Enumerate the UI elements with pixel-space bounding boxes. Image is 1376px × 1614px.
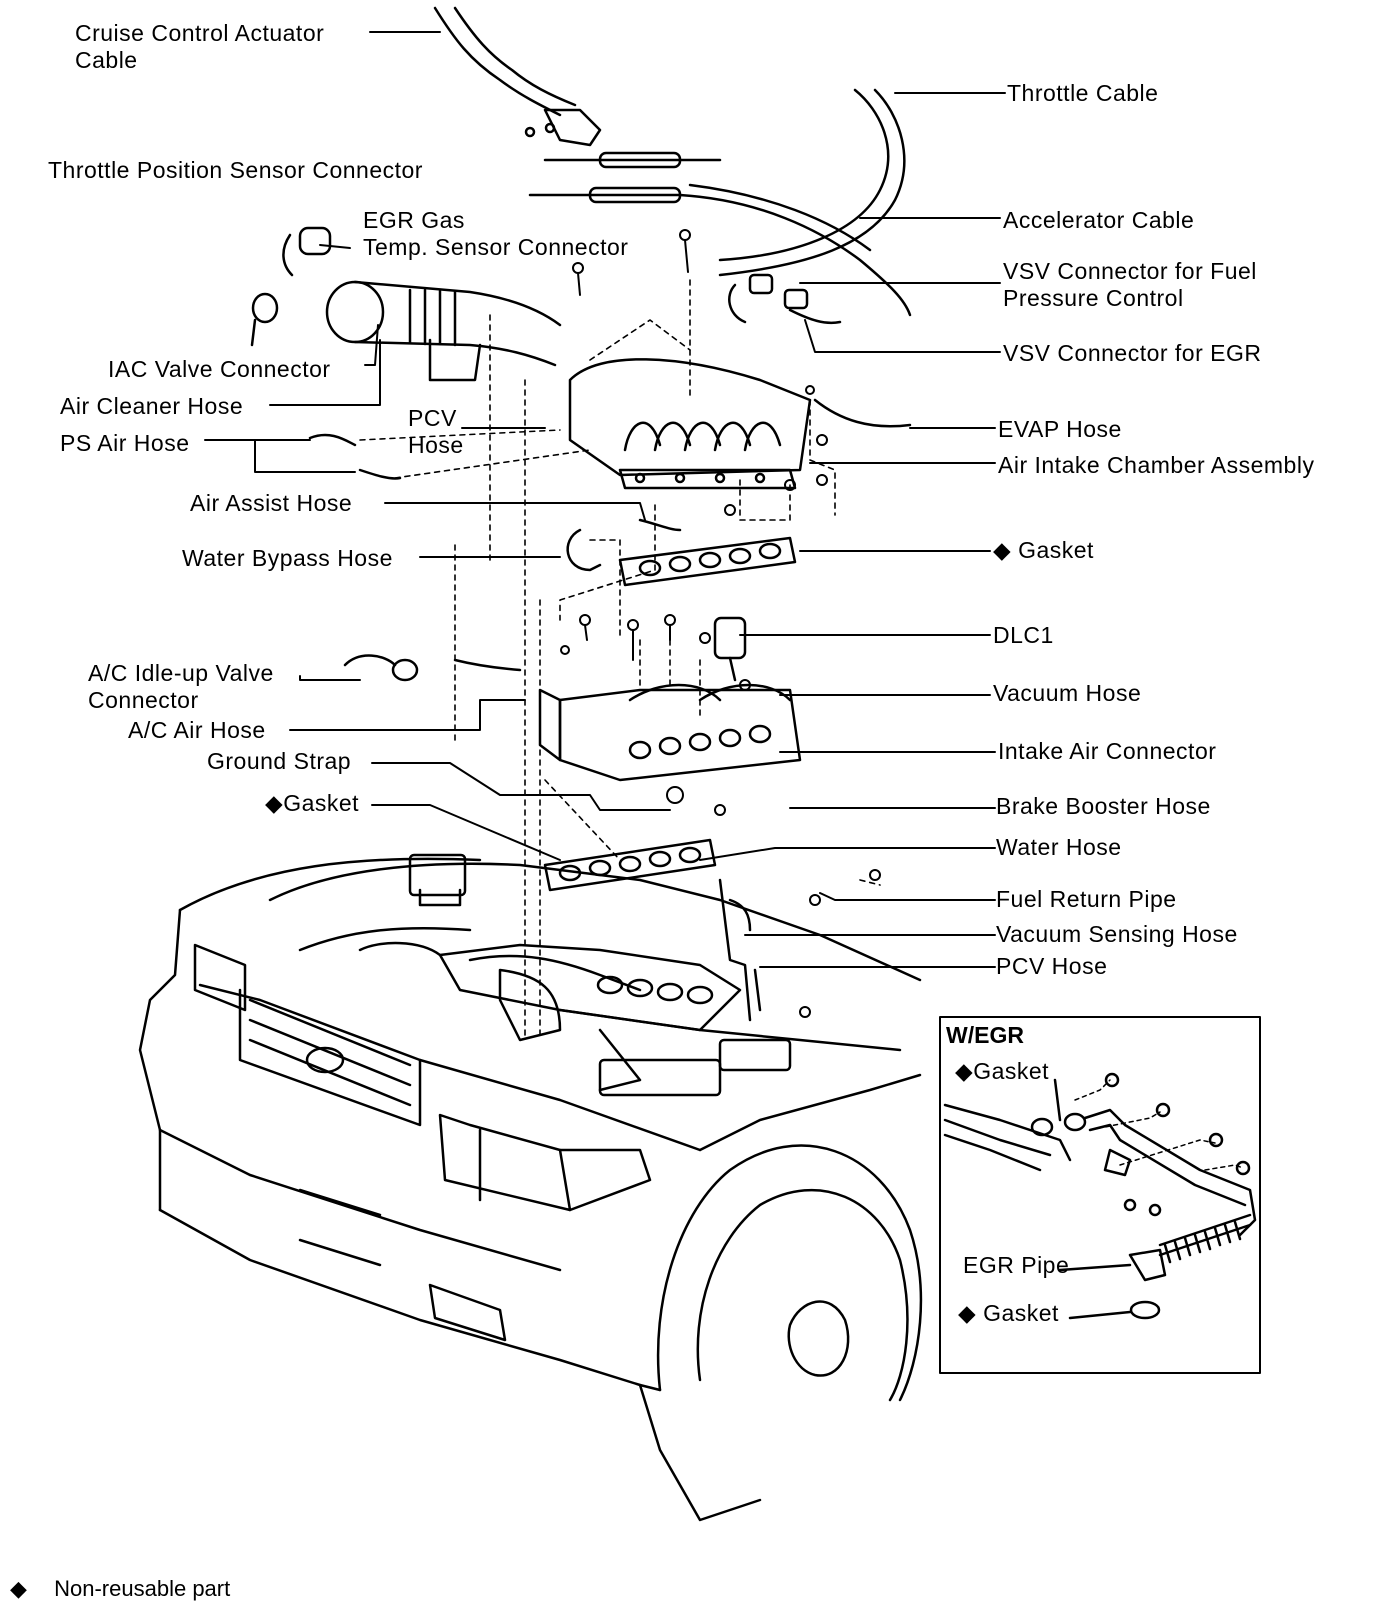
label-ps-air-hose: PS Air Hose bbox=[60, 430, 190, 456]
cruise-control-cable bbox=[433, 6, 602, 147]
label-accelerator-cable: Accelerator Cable bbox=[1003, 207, 1195, 233]
label-vacuum-hose: Vacuum Hose bbox=[993, 680, 1142, 706]
label-intake-air-connector: Intake Air Connector bbox=[998, 738, 1217, 764]
legend: ◆ Non-reusable part bbox=[10, 1576, 230, 1602]
gasket-lower bbox=[543, 838, 717, 892]
egr-inset bbox=[939, 1016, 1261, 1374]
iac-valve-connector bbox=[250, 292, 279, 347]
label-dlc1: DLC1 bbox=[993, 622, 1054, 648]
small-hoses bbox=[308, 398, 912, 672]
vsv-connectors bbox=[728, 273, 842, 325]
label-throttle-cable: Throttle Cable bbox=[1007, 80, 1159, 106]
label-air-intake-chamber: Air Intake Chamber Assembly bbox=[998, 452, 1315, 478]
label-pcv-hose-lower: PCV Hose bbox=[996, 953, 1108, 979]
alignment-dashes bbox=[359, 279, 881, 1041]
label-vsv-egr: VSV Connector for EGR bbox=[1003, 340, 1262, 366]
label-iac-valve-connector: IAC Valve Connector bbox=[108, 356, 331, 382]
inset-title-w-egr: W/EGR bbox=[946, 1022, 1024, 1048]
label-inset-gasket-bottom: ◆ Gasket bbox=[958, 1300, 1059, 1326]
bolts bbox=[560, 229, 881, 1018]
air-cleaner-hose bbox=[325, 280, 562, 382]
label-gasket-upper: ◆ Gasket bbox=[993, 537, 1094, 563]
intake-air-connector bbox=[538, 683, 802, 782]
label-gasket-lower: ◆Gasket bbox=[265, 790, 360, 816]
label-tps-connector: Throttle Position Sensor Connector bbox=[48, 157, 423, 183]
tps-connector bbox=[282, 226, 332, 277]
label-water-bypass-hose: Water Bypass Hose bbox=[182, 545, 393, 571]
air-intake-chamber bbox=[568, 358, 812, 490]
vehicle-body bbox=[138, 857, 923, 1522]
label-fuel-return-pipe: Fuel Return Pipe bbox=[996, 886, 1177, 912]
label-water-hose: Water Hose bbox=[996, 834, 1122, 860]
dlc1-connector bbox=[713, 616, 747, 682]
leader-lines bbox=[204, 31, 1006, 968]
label-ac-air-hose: A/C Air Hose bbox=[128, 717, 266, 743]
label-ground-strap: Ground Strap bbox=[207, 748, 352, 774]
label-inset-gasket-top: ◆Gasket bbox=[955, 1058, 1050, 1084]
label-air-cleaner-hose: Air Cleaner Hose bbox=[60, 393, 244, 419]
label-air-assist-hose: Air Assist Hose bbox=[190, 490, 353, 516]
label-brake-booster-hose: Brake Booster Hose bbox=[996, 793, 1211, 819]
gasket-upper bbox=[618, 536, 797, 587]
label-vacuum-sensing-hose: Vacuum Sensing Hose bbox=[996, 921, 1238, 947]
legend-diamond-icon: ◆ bbox=[10, 1576, 27, 1601]
label-inset-egr-pipe: EGR Pipe bbox=[963, 1252, 1070, 1278]
throttle-cable bbox=[543, 88, 906, 277]
accelerator-cable bbox=[528, 183, 912, 317]
label-evap-hose: EVAP Hose bbox=[998, 416, 1122, 442]
engine-block bbox=[408, 853, 792, 1097]
legend-text: Non-reusable part bbox=[54, 1576, 231, 1601]
ac-idle-up-valve bbox=[343, 654, 419, 682]
